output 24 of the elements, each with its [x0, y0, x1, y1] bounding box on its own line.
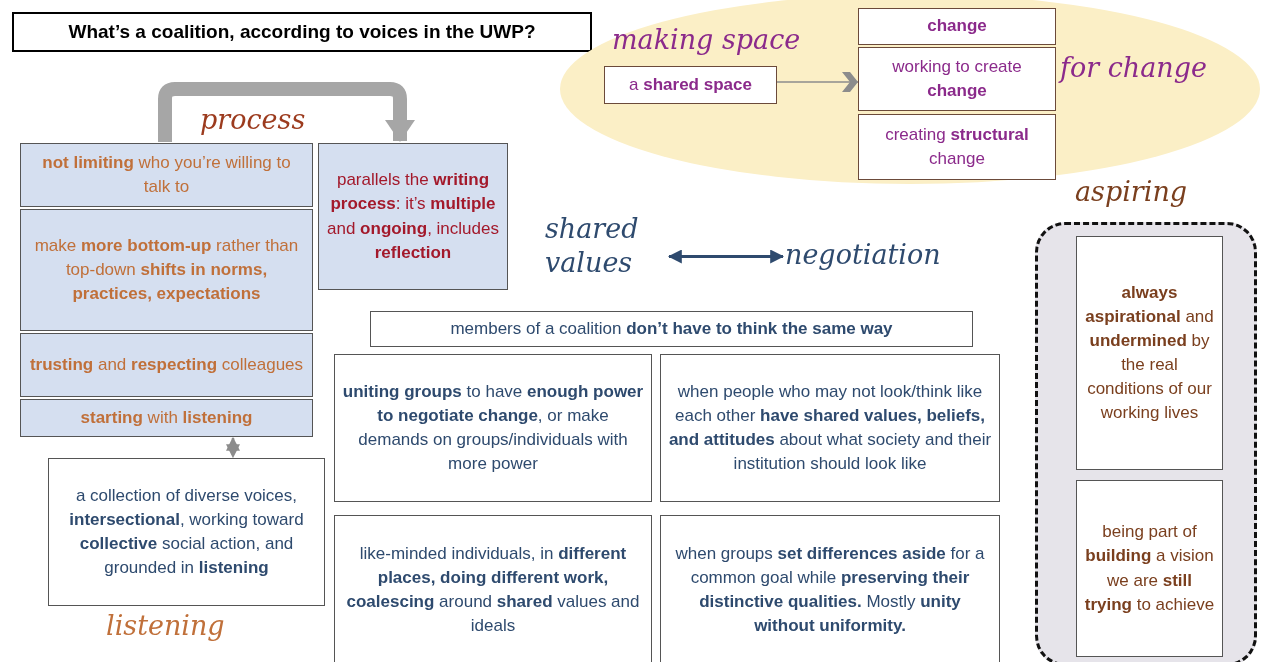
text-box: uniting groups to have enough power to negotiate change, or make demands on groups/individuals with more power	[334, 354, 652, 502]
text-box: when people who may not look/think like each other have shared values, beliefs, and attitudes about what society and their institution should look like	[660, 354, 1000, 502]
text-box: a collection of diverse voices, intersectional, working toward collective social action, and grounded in listening	[48, 458, 325, 606]
handwritten-heading: shared values	[545, 212, 667, 298]
text-box: parallels the writing process: it’s multiple and ongoing, includes reflection	[318, 143, 508, 290]
handwritten-heading: negotiation	[785, 238, 985, 278]
text-box: not limiting who you’re willing to talk to	[20, 143, 313, 207]
text-box: when groups set differences aside for a common goal while preserving their distinctive qualities. Mostly unity without uniformity.	[660, 515, 1000, 662]
text-box: being part of building a vision we are still trying to achieve	[1076, 480, 1223, 657]
text-box: change	[858, 8, 1056, 45]
text-box: working to create change	[858, 47, 1056, 111]
handwritten-heading: aspiring	[1075, 176, 1188, 207]
handwritten-heading: making space	[612, 24, 801, 55]
text-box: a shared space	[604, 66, 777, 104]
text-box: always aspirational and undermined by the real conditions of our working lives	[1076, 236, 1223, 470]
text-box: creating structural change	[858, 114, 1056, 180]
text-box: trusting and respecting colleagues	[20, 333, 313, 397]
text-box: like-minded individuals, in different places, doing different work, coalescing around shared values and ideals	[334, 515, 652, 662]
handwritten-heading: for change	[1060, 52, 1207, 83]
handwritten-heading: listening	[106, 610, 225, 641]
edge-label: process	[200, 104, 306, 135]
text-box: make more bottom-up rather than top-down shifts in norms, practices, expectations	[20, 209, 313, 331]
text-box: starting with listening	[20, 399, 313, 437]
text-box: members of a coalition don’t have to think the same way	[370, 311, 973, 347]
